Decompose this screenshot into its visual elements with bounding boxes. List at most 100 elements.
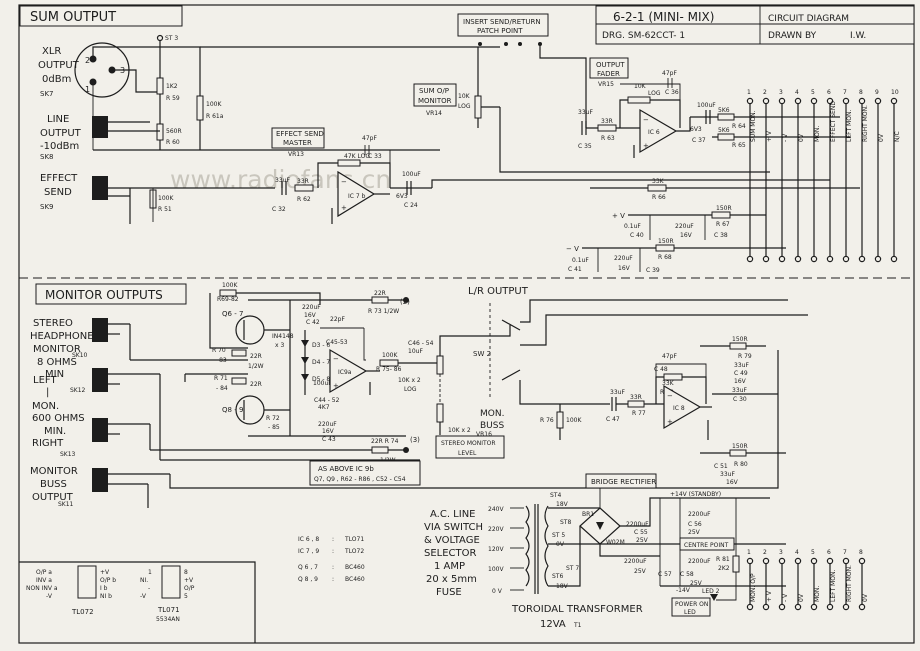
c38-ref: C 38 (714, 232, 728, 239)
voltage-taps: 240V 220V 120V 100V 0 V (488, 506, 504, 595)
r51-value: 100K (158, 195, 174, 202)
stereo-label-1: STEREO (33, 318, 73, 329)
c47-ref: C 47 (606, 416, 620, 423)
ic7b-noninv: + (341, 204, 347, 212)
br1-label: BR1 (582, 511, 594, 518)
c36-wire (620, 83, 681, 100)
r80-ref: R 80 (734, 461, 748, 468)
bus-bottom-pin-number: 6 (827, 549, 831, 556)
st4-voltage: 18V (556, 501, 569, 508)
ic6-noninv: + (643, 142, 649, 150)
mon600-label-2: 600 OHMS (32, 413, 85, 424)
r79-ref: R 79 (738, 353, 752, 360)
tl071-name: TL071 (157, 606, 180, 614)
bus-bottom-pin-name: 0V (798, 593, 805, 602)
bus-bottom-pin-end (810, 603, 818, 611)
c49-value: 33uF (734, 362, 749, 369)
ic-list-part-1: TLO71 (344, 536, 364, 543)
ic7b-label: IC 7 b (348, 193, 366, 200)
bus-top-pin-end (794, 255, 802, 263)
bus-top-pin-name: LEFT MON. (846, 110, 853, 142)
c51-voltage: 16V (726, 479, 739, 486)
monbuss-label-3: OUTPUT (32, 492, 74, 503)
as-above-box (309, 460, 421, 486)
bus-top-pin-name: - V (782, 133, 789, 142)
r7083-sub: - 83 (215, 357, 227, 364)
xlr-label-3: 0dBm (42, 74, 71, 85)
c32-value: 33uF (275, 177, 290, 184)
bus-top-pin-end (778, 255, 786, 263)
bus-top-pin-number: 1 (747, 89, 751, 96)
c55-ref: C 55 (634, 529, 648, 536)
c43-ref: 16V (322, 428, 335, 435)
bus-bottom-pin-end (794, 603, 802, 611)
svg-text:8: 8 (184, 569, 188, 576)
effect-label-2: SEND (44, 187, 72, 198)
bus-top-pin-end (810, 255, 818, 263)
svg-text::: : (332, 548, 334, 555)
r66-resistor (647, 184, 667, 192)
line-label-1: LINE (47, 114, 69, 125)
ic-list-part-4: BC460 (345, 576, 365, 583)
bus-bottom-pin-name: MON. (814, 586, 821, 602)
c48-value: 47pF (662, 353, 677, 360)
left-jack (92, 368, 160, 392)
svg-text:1: 1 (148, 569, 152, 576)
ic6-opamp (639, 108, 678, 154)
output-fader-label-1: OUTPUT (596, 61, 625, 69)
tap-0v: 0 V (492, 588, 503, 595)
c33-wire (318, 149, 391, 163)
c4452-ref: C44 - 52 (314, 397, 340, 404)
patch-point-label: PATCH POINT (477, 27, 523, 35)
effect-send-label: EFFECT SEND (276, 130, 324, 138)
va-label: 12VA (540, 619, 566, 630)
svg-text:O/P: O/P (184, 585, 195, 592)
c39-ref: C 39 (646, 267, 660, 274)
as-above-label: AS ABOVE IC 9b (318, 465, 374, 473)
bus-bottom-pin-end (778, 603, 786, 611)
as-above-parts: Q7, Q9 , R62 - R86 , C52 - C54 (314, 476, 406, 483)
toroidal-label: TOROIDAL TRANSFORMER (511, 604, 643, 615)
tl072-pinout: O/P a INV a NON INV a -V +V O/P b I b NI… (26, 565, 116, 616)
r64-ref: R 64 (732, 123, 746, 130)
ic8-noninv: + (667, 418, 673, 426)
w02m-label: W02M (606, 539, 625, 546)
bus-bottom-pin-number: 3 (779, 549, 783, 556)
st3-label: ST 3 (165, 35, 178, 42)
r75-to-switch (398, 325, 511, 364)
line-output-jack (92, 116, 160, 138)
diagram-title: 6-2-1 (MINI- MIX) (613, 10, 714, 24)
in4148-count: x 3 (275, 342, 284, 349)
sheet-border (18, 4, 915, 644)
vr15-ref: VR15 (598, 81, 614, 88)
bus-top-pin-number: 8 (859, 89, 863, 96)
bus-bottom-pin-number: 7 (843, 549, 847, 556)
sk9-label: SK9 (40, 203, 54, 211)
svg-text:-: - (148, 585, 150, 592)
bridge-negative (599, 544, 660, 557)
junction-2 (403, 297, 409, 303)
r7184-ref: R 71 (214, 375, 228, 382)
bus-top-pin-terminal (746, 97, 754, 105)
minus14-label: -14V (676, 587, 691, 594)
ic6-output (676, 117, 691, 132)
r7184-sub: - 84 (216, 385, 228, 392)
c40-ref: C 40 (630, 232, 644, 239)
vr16-ref: 10K x 2 (448, 427, 471, 434)
bus-top-pin-number: 4 (795, 89, 799, 96)
bus-bottom-pin-terminal (778, 557, 786, 565)
bus-bottom-pin-name: 0V (862, 593, 869, 602)
xlr-label-1: XLR (42, 46, 61, 57)
r51-ref: R 51 (158, 206, 172, 213)
svg-text:NI b: NI b (100, 593, 112, 600)
bus-bottom-pin-terminal (762, 557, 770, 565)
bus-bottom-pin-terminal (746, 557, 754, 565)
vr16-ref2: VR16 (476, 431, 492, 438)
vr13-pot (337, 159, 361, 167)
c24-value: 100uF (402, 171, 421, 178)
ic-list: IC 6 , 8 : TLO71 IC 7 , 9 : TLO72 Q 6 , … (298, 536, 365, 583)
r79-value: 150R (732, 336, 748, 343)
q89-label: Q8 - 9 (222, 406, 243, 414)
monbuss-return-wire (169, 350, 779, 489)
d47-label: D4 - 7 (312, 359, 330, 366)
